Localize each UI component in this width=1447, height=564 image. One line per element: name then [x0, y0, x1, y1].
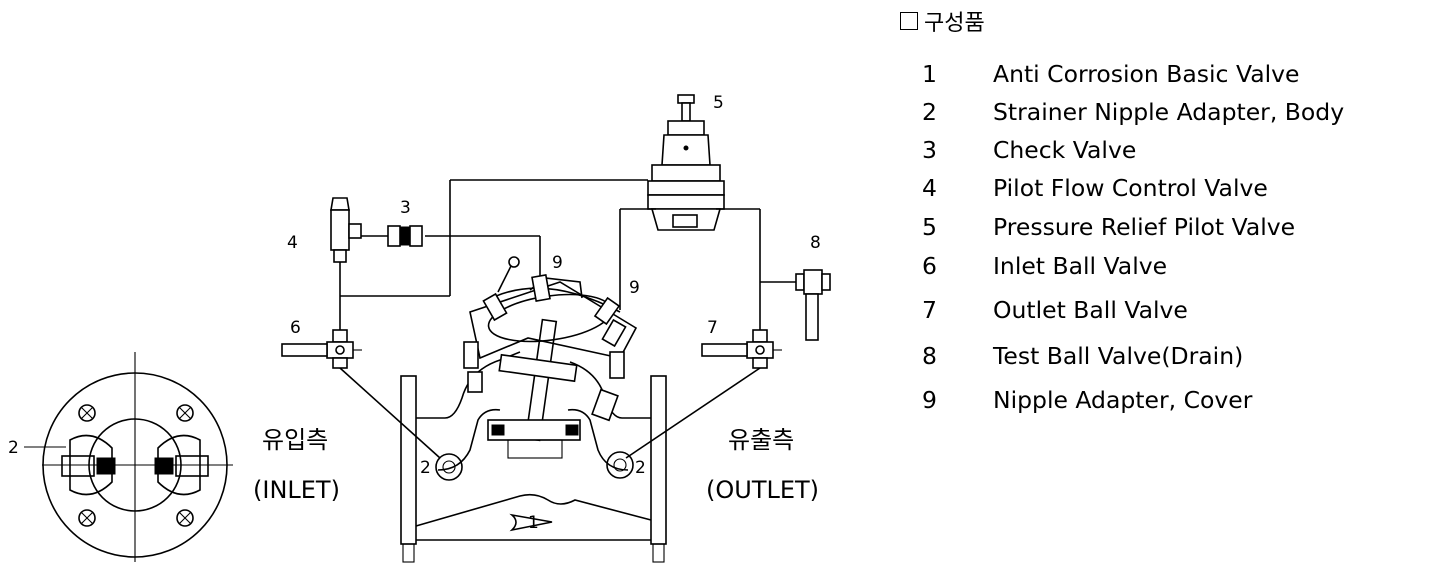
- callout-5: 5: [713, 93, 724, 113]
- callout-8: 8: [810, 233, 821, 253]
- outlet-ball-valve: [701, 329, 782, 369]
- main-valve-body: [400, 256, 667, 563]
- legend-item-number: 6: [922, 252, 937, 280]
- legend-item-number: 3: [922, 136, 937, 164]
- bolt-hole: [78, 404, 96, 422]
- valve-assembly-drawing: 2 유입측 (INLET) 유출측 (OUTLET): [8, 93, 831, 563]
- legend-item-number: 2: [922, 98, 937, 126]
- callout-9-a: 9: [552, 253, 563, 273]
- legend-item-number: 5: [922, 213, 937, 241]
- bolt-hole: [176, 404, 194, 422]
- legend-item-number: 1: [922, 60, 937, 88]
- legend-heading: 구성품: [900, 5, 1440, 37]
- callout-4: 4: [287, 233, 298, 253]
- legend-item-number: 9: [922, 386, 937, 414]
- check-valve: [361, 225, 423, 247]
- legend-item-number: 7: [922, 296, 937, 324]
- legend-item-label: Pilot Flow Control Valve: [993, 174, 1268, 202]
- bolt-hole: [78, 509, 96, 527]
- inlet-label-en: (INLET): [253, 476, 340, 504]
- legend-item-label: Check Valve: [993, 136, 1137, 164]
- flange-end-view: 2: [8, 352, 233, 562]
- outlet-label-en: (OUTLET): [706, 476, 819, 504]
- pilot-flow-control-valve: [330, 197, 362, 263]
- legend-item-label: Strainer Nipple Adapter, Body: [993, 98, 1345, 126]
- inlet-label-ko: 유입측: [262, 426, 328, 454]
- strainer-adapter-right: [154, 434, 209, 496]
- legend-title: 구성품: [924, 11, 985, 36]
- pilot-tubing: [339, 179, 800, 459]
- outlet-label-ko: 유출측: [728, 426, 794, 454]
- component-legend: 구성품 1 Anti Corrosion Basic Valve 2 Strai…: [900, 5, 1440, 414]
- legend-item-label: Outlet Ball Valve: [993, 296, 1188, 324]
- callout-9-b: 9: [629, 278, 640, 298]
- legend-item-label: Anti Corrosion Basic Valve: [993, 60, 1300, 88]
- callout-2-flange: 2: [8, 438, 19, 458]
- checkbox-square-icon: [900, 12, 918, 30]
- strainer-adapter-left: [61, 434, 116, 496]
- legend-item-label: Inlet Ball Valve: [993, 252, 1168, 280]
- legend-item-number: 8: [922, 342, 937, 370]
- callout-3: 3: [400, 198, 411, 218]
- callout-6: 6: [290, 318, 301, 338]
- legend-item-label: Test Ball Valve(Drain): [993, 342, 1244, 370]
- pressure-relief-pilot: [647, 94, 725, 231]
- callout-2-inlet: 2: [420, 458, 431, 478]
- legend-item-label: Pressure Relief Pilot Valve: [993, 213, 1296, 241]
- bolt-hole: [176, 509, 194, 527]
- callout-1: 1: [528, 513, 539, 533]
- callout-2-outlet: 2: [635, 458, 646, 478]
- legend-item-label: Nipple Adapter, Cover: [993, 386, 1253, 414]
- legend-item-number: 4: [922, 174, 937, 202]
- test-ball-valve: [795, 269, 831, 341]
- callout-7: 7: [707, 318, 718, 338]
- inlet-ball-valve: [281, 329, 362, 369]
